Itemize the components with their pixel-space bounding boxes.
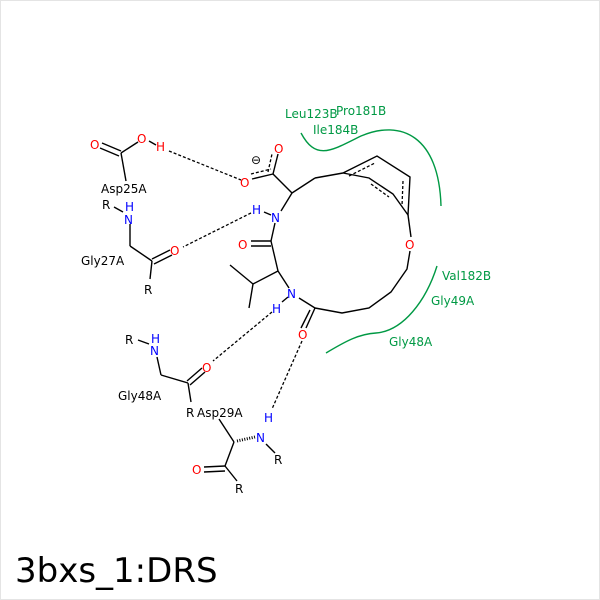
hydrophobic-label-gly48a: Gly48A <box>389 335 433 349</box>
residue-label-asp29a: Asp29A <box>197 406 243 420</box>
negative-charge-icon: ⊖ <box>251 153 261 167</box>
hbond-gly48a <box>212 311 273 362</box>
ligand-bonds <box>229 153 412 329</box>
hydrophobic-contour-top <box>300 129 442 207</box>
atom-label: H <box>264 411 273 425</box>
residue-bonds <box>99 140 276 482</box>
hydrophobic-label-val182b: Val182B <box>442 269 491 283</box>
hbond-asp25a <box>168 150 242 181</box>
atom-label: R <box>125 333 133 347</box>
atom-n: N <box>287 287 296 301</box>
atom-label: O <box>202 361 211 375</box>
atom-label: O <box>170 244 179 258</box>
atom-o: O <box>405 238 414 252</box>
atom-n: N <box>271 211 280 225</box>
atom-label: O <box>192 463 201 477</box>
residue-label-gly48a: Gly48A <box>118 389 162 403</box>
ligand-atoms: O O ⊖ N H O O N H O <box>238 142 414 342</box>
atom-label: R <box>186 406 194 420</box>
atom-o: O <box>298 328 307 342</box>
atom-h: H <box>272 302 281 316</box>
atom-label: R <box>102 198 110 212</box>
hydrophobic-label-pro181b: Pro181B <box>336 104 386 118</box>
hydrophobic-label-gly49a: Gly49A <box>431 294 475 308</box>
residue-atoms: O O H Asp25A R H N O Gly27A R R H N O Gl… <box>81 132 282 496</box>
atom-label: H <box>156 140 165 154</box>
hydrophobic-label-leu123b: Leu123B <box>285 107 338 121</box>
atom-o: O <box>238 238 247 252</box>
atom-h: H <box>252 203 261 217</box>
atom-label: H <box>125 200 134 214</box>
residue-label-gly27a: Gly27A <box>81 254 125 268</box>
atom-label: N <box>150 344 159 358</box>
atom-label: R <box>144 283 152 297</box>
atom-label: N <box>256 431 265 445</box>
atom-label: O <box>90 138 99 152</box>
hydrogen-bonds <box>168 150 303 410</box>
hydrophobic-labels: Leu123B Pro181B Ile184B Val182B Gly49A G… <box>285 104 491 349</box>
atom-label: H <box>151 332 160 346</box>
atom-label: O <box>137 132 146 146</box>
diagram-title: 3bxs_1:DRS <box>15 551 218 591</box>
hbond-asp29a <box>271 340 303 410</box>
atom-label: R <box>235 482 243 496</box>
hydrophobic-label-ile184b: Ile184B <box>313 123 358 137</box>
hydrophobic-contour-bottom <box>325 265 438 354</box>
hbond-gly27a <box>182 212 252 248</box>
residue-label-asp25a: Asp25A <box>101 182 147 196</box>
atom-o: O <box>240 176 249 190</box>
atom-label: N <box>124 213 133 227</box>
atom-o: O <box>274 142 283 156</box>
atom-label: R <box>274 453 282 467</box>
